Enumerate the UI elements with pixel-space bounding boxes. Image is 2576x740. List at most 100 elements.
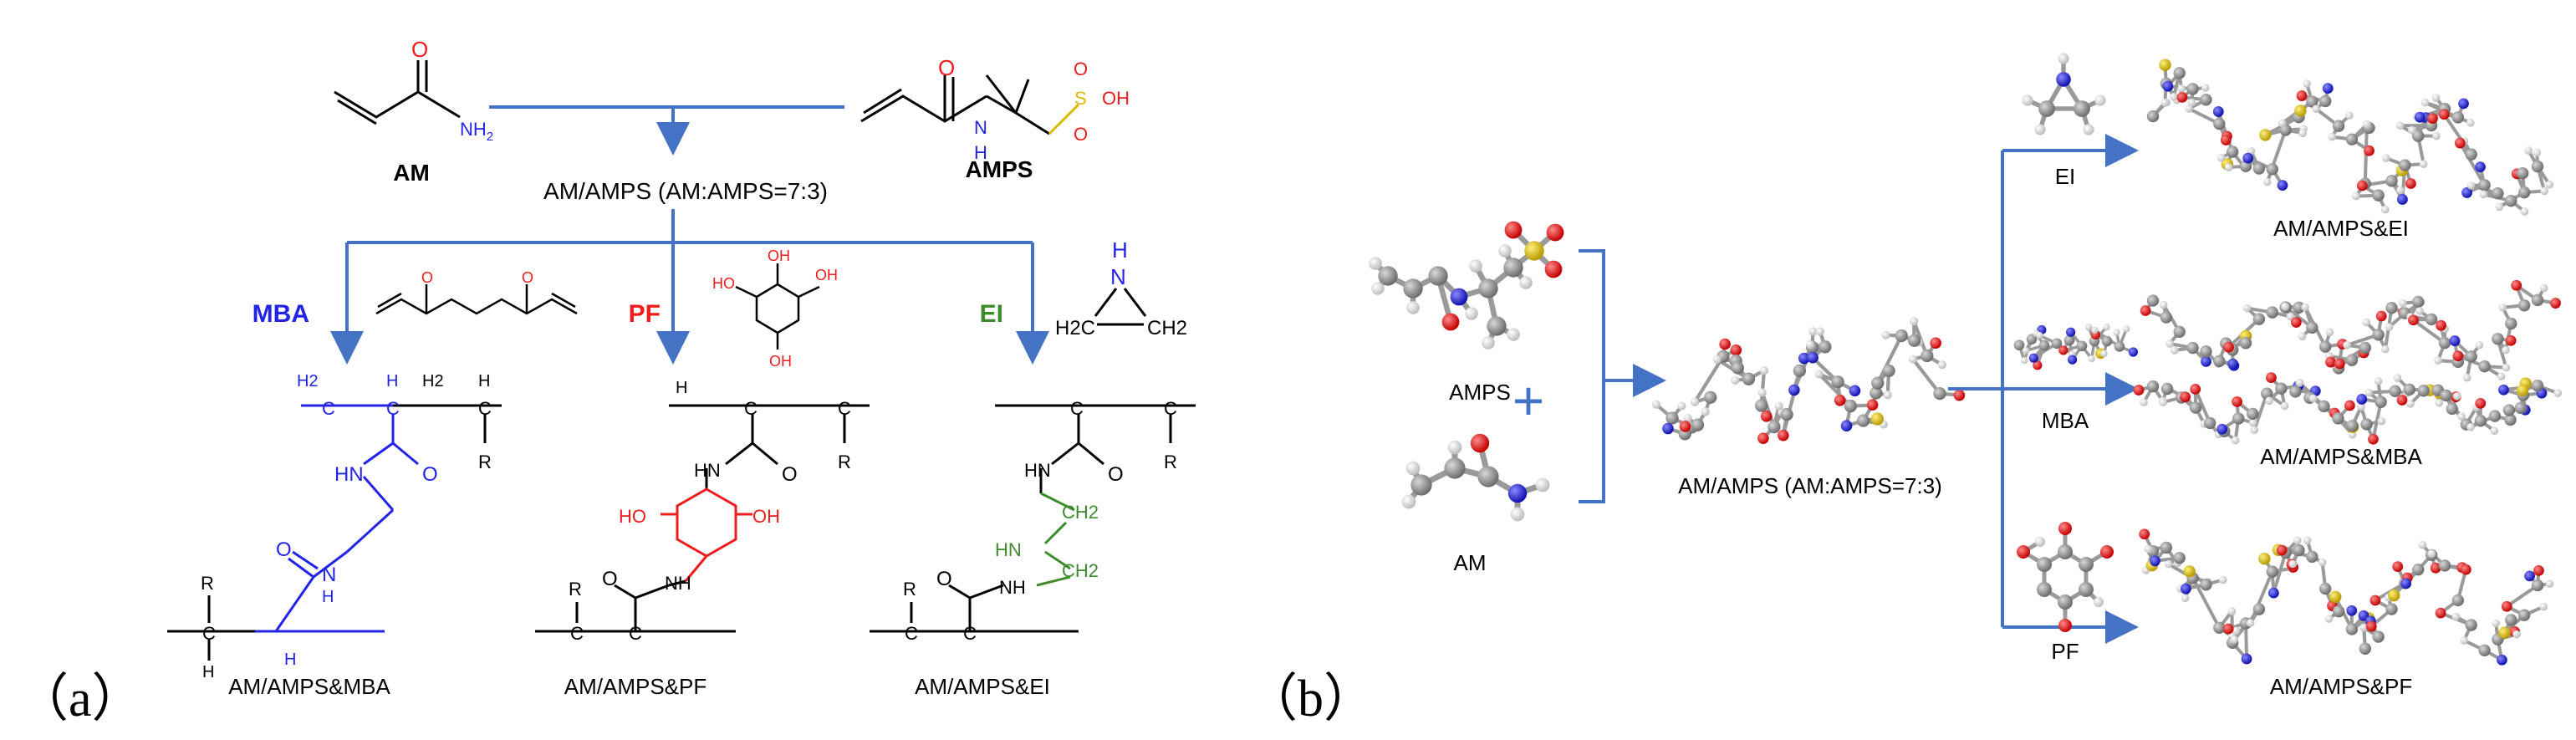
ei-ball-stick-model	[2022, 53, 2106, 135]
mba-h-e: H	[284, 651, 296, 669]
amps-ball-stick-model	[1369, 221, 1564, 350]
ei-r-top: R	[1164, 452, 1177, 472]
pf-hydroxyl-left: HO	[712, 275, 735, 292]
ei-crosslinker-label: EI	[980, 300, 1003, 328]
amps-sulfur-label: S	[1074, 88, 1087, 109]
am-oxygen-label: O	[411, 37, 428, 62]
am-amps-pf-network-model	[2139, 528, 2554, 666]
mba-r-bottom: R	[201, 573, 214, 594]
copolymer-ball-stick-model	[1651, 317, 1966, 444]
amps-nitrogen-label: N	[974, 117, 987, 138]
panel-b-label: （b）	[1246, 671, 1375, 727]
mba-oxygen-left: O	[421, 269, 433, 286]
ei-hydrogen-label: H	[1112, 237, 1128, 263]
pf-o-top: O	[782, 463, 798, 486]
product-ei-label: AM/AMPS&EI	[2273, 216, 2409, 241]
mba-h2-b: H2	[422, 372, 444, 390]
pf-c-b: C	[838, 398, 851, 419]
am-nh2-label: NH2	[460, 119, 493, 144]
ei-ch2-a-label: CH2	[1062, 502, 1099, 523]
pf-c-c: C	[570, 623, 584, 644]
ei-product-label: AM/AMPS&EI	[915, 674, 1050, 699]
mba-c-a: C	[322, 398, 335, 419]
pf-product-label: AM/AMPS&PF	[564, 674, 706, 699]
mba-c-b: C	[386, 398, 400, 419]
ei-nh-label: NH	[999, 577, 1026, 598]
ei-o-bottom: O	[936, 568, 952, 590]
ei-h2c-label: H2C	[1055, 317, 1095, 339]
pf-hydroxyl-bottom: OH	[769, 353, 792, 370]
mba-c-c: C	[478, 398, 492, 419]
reactant-bracket	[1579, 249, 1605, 503]
mba-product-structure: H2 C H C H2 H C R O HN O N H R C H H	[167, 372, 502, 681]
pf-r-bottom: R	[569, 579, 582, 600]
mba-product-label: AM/AMPS&MBA	[228, 674, 390, 699]
mba-crosslinker-structure	[375, 284, 578, 315]
amps-sulfonyl-oxygen-bottom: O	[1074, 124, 1088, 145]
panel-b-am-label: AM	[1454, 550, 1487, 575]
am-label: AM	[393, 160, 430, 186]
pf-product-structure: H C C R O HN HO OH NH O R C C	[535, 379, 870, 644]
product-mba-label: AM/AMPS&MBA	[2260, 444, 2422, 469]
pf-h-top: H	[676, 379, 687, 397]
panel-a: （a） O NH2 AM O N H S O O OH AMPS	[17, 37, 1196, 727]
panel-a-copolymer-label: AM/AMPS (AM:AMPS=7:3)	[543, 178, 828, 204]
ei-nitrogen-label: N	[1110, 264, 1126, 289]
mba-r-top: R	[478, 452, 492, 472]
ei-r-bottom: R	[903, 579, 916, 600]
pf-crosslinker-label: PF	[629, 300, 661, 328]
mba-oxygen-right: O	[522, 269, 533, 286]
mba-h2-a: H2	[297, 372, 319, 390]
ei-o-top: O	[1108, 463, 1124, 486]
branch-mba-label: MBA	[2042, 408, 2089, 433]
pf-nh-label: NH	[665, 573, 691, 594]
branch-pf-label: PF	[2051, 639, 2079, 664]
ei-ch2-label: CH2	[1147, 317, 1187, 339]
pf-ho-label: HO	[619, 506, 646, 527]
ei-hn-green-label: HN	[995, 539, 1022, 560]
mba-o-top: O	[422, 463, 438, 486]
mba-ball-stick-model	[2013, 323, 2139, 370]
plus-sign: +	[1512, 370, 1545, 431]
panel-b-amps-label: AMPS	[1449, 380, 1511, 405]
mba-o-bottom: O	[276, 538, 292, 561]
ei-c-b: C	[1164, 398, 1177, 419]
am-monomer-structure	[334, 60, 461, 125]
mba-c-d: C	[202, 623, 216, 644]
ei-crosslinker-structure	[1094, 288, 1147, 326]
mba-hn-label: HN	[334, 463, 364, 486]
panel-a-label: （a）	[17, 671, 144, 727]
mba-h-a: H	[386, 372, 398, 390]
amps-sulfonyl-oxygen-top: O	[1074, 59, 1088, 79]
mba-h-d: H	[202, 663, 214, 681]
pf-c-d: C	[629, 623, 642, 644]
am-ball-stick-model	[1401, 433, 1550, 522]
amps-hydroxyl-label: OH	[1102, 88, 1130, 109]
ei-c-a: C	[1070, 398, 1084, 419]
pf-crosslinker-structure	[735, 263, 820, 350]
pf-r-top: R	[838, 452, 851, 472]
pf-hydroxyl-top: OH	[768, 248, 790, 264]
pf-hn-label: HN	[694, 460, 721, 481]
ei-ch2-b-label: CH2	[1062, 560, 1099, 581]
am-amps-ei-network-model	[2146, 59, 2553, 216]
amps-label: AMPS	[966, 156, 1033, 182]
pf-c-a: C	[744, 398, 757, 419]
mba-n-label: N	[322, 564, 336, 586]
amps-monomer-structure	[860, 74, 1080, 135]
panel-b-copolymer-label: AM/AMPS (AM:AMPS=7:3)	[1678, 473, 1942, 498]
ei-c-d: C	[963, 623, 977, 644]
ei-hn-label: HN	[1024, 460, 1051, 481]
ei-c-c: C	[905, 623, 918, 644]
amps-oxygen-label: O	[938, 55, 955, 80]
am-amps-mba-network-model	[2133, 279, 2563, 445]
panel-b: （b） AMPS + AM AM/AMPS (AM:AMPS=7:3) EI M…	[1246, 53, 2563, 727]
pf-oh-label: OH	[752, 506, 780, 527]
mba-h-b: H	[478, 372, 490, 390]
product-pf-label: AM/AMPS&PF	[2270, 674, 2412, 699]
amps-nh-hydrogen-label: H	[974, 142, 987, 163]
mba-nh-h-label: H	[322, 588, 334, 606]
ei-product-structure: C C R O HN CH2 HN CH2 NH O R C C	[870, 398, 1196, 644]
pf-o-bottom: O	[602, 568, 618, 590]
